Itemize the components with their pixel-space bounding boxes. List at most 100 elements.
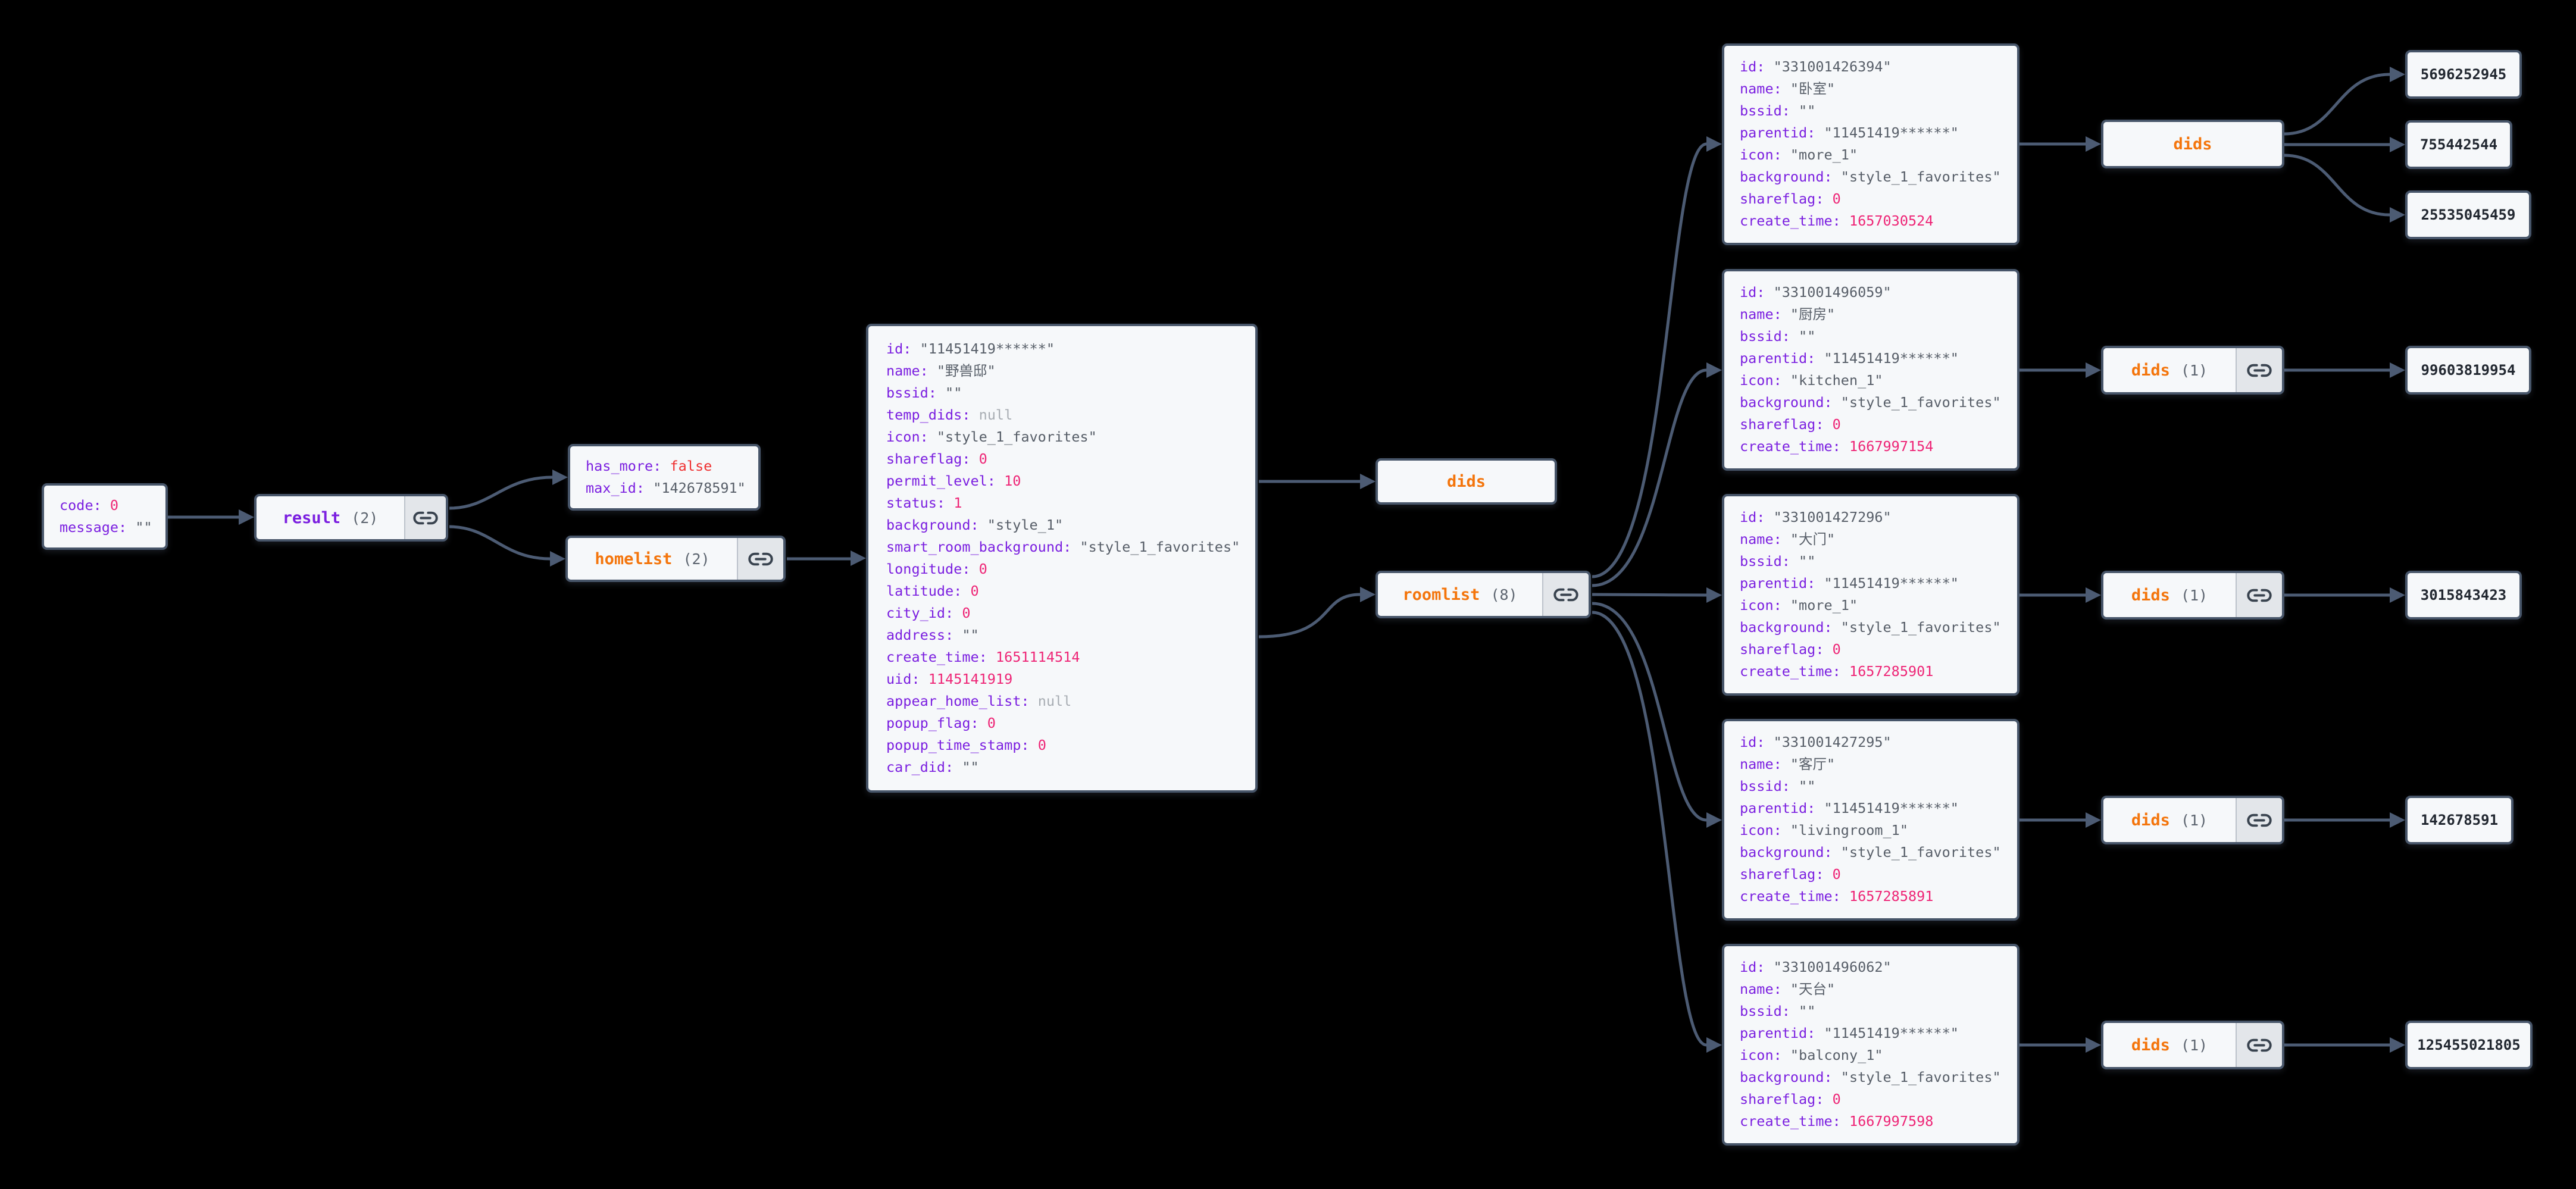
node-home-object[interactable]: id: "11451419******"name: "野兽邸"bssid: ""… [866, 324, 1258, 793]
value-node-did[interactable]: 142678591 [2405, 796, 2514, 844]
row-key: parentid: [1740, 800, 1816, 816]
kv-row: id: "331001427296" [1740, 506, 2002, 528]
node-home-dids[interactable]: dids [1375, 458, 1557, 505]
row-key: temp_dids: [886, 406, 971, 423]
node-room3-dids-label-wrap: dids (1) [2103, 573, 2236, 617]
child-count: (2) [351, 509, 379, 527]
chain-link-icon [2247, 364, 2272, 377]
row-key: icon: [1740, 822, 1782, 838]
kv-row: parentid: "11451419******" [1740, 122, 2002, 144]
value-node-did[interactable]: 99603819954 [2405, 346, 2531, 395]
row-value: "331001426394" [1773, 58, 1892, 75]
row-key: create_time: [1740, 663, 1841, 680]
kv-row: name: "客厅" [1740, 753, 2002, 775]
node-room-rooftop[interactable]: id: "331001496062"name: "天台"bssid: ""par… [1722, 944, 2019, 1146]
edge-homelist-to-home [787, 550, 866, 566]
row-key: background: [1740, 844, 1833, 861]
kv-row: name: "天台" [1740, 978, 2002, 1000]
node-label: dids [2131, 586, 2170, 605]
did-value: 755442544 [2419, 136, 2498, 153]
kv-row: permit_level: 10 [886, 470, 1237, 492]
did-value: 99603819954 [2421, 362, 2516, 378]
collapse-link-button[interactable] [2236, 798, 2282, 842]
row-value: "天台" [1790, 981, 1836, 997]
row-key: shareflag: [1740, 641, 1824, 658]
row-key: latitude: [886, 583, 962, 599]
node-room5-dids-label-wrap: dids (1) [2103, 1023, 2236, 1067]
value-node-did[interactable]: 25535045459 [2405, 190, 2531, 239]
collapse-link-button[interactable] [737, 538, 783, 580]
node-room-gate[interactable]: id: "331001427296"name: "大门"bssid: ""par… [1722, 494, 2019, 696]
node-roomlist-label-wrap: roomlist (8) [1378, 573, 1542, 616]
node-label: homelist [595, 549, 673, 568]
collapse-link-button[interactable] [1542, 573, 1589, 616]
kv-row: icon: "balcony_1" [1740, 1044, 2002, 1066]
edge-roomlist-to-room-4 [1592, 602, 1722, 828]
value-node-did[interactable]: 5696252945 [2405, 50, 2522, 99]
kv-row: bssid: "" [886, 382, 1237, 404]
node-room2-dids[interactable]: dids (1) [2101, 346, 2284, 395]
kv-row: create_time: 1657030524 [1740, 210, 2002, 232]
kv-row: appear_home_list: null [886, 690, 1237, 712]
row-value: "11451419******" [1824, 575, 1959, 592]
row-key: name: [886, 362, 929, 379]
row-value: "142678591" [653, 480, 746, 496]
collapse-link-button[interactable] [2236, 1023, 2282, 1067]
row-key: shareflag: [886, 450, 971, 467]
row-value: 0 [1037, 737, 1046, 753]
row-value: 0 [978, 450, 987, 467]
value-node-did[interactable]: 755442544 [2405, 120, 2512, 169]
edge-room-4-to-dids [2019, 812, 2101, 828]
row-key: id: [1740, 959, 1765, 975]
node-roomlist[interactable]: roomlist (8) [1375, 571, 1591, 618]
kv-row: bssid: "" [1740, 550, 2002, 572]
row-key: icon: [1740, 597, 1782, 614]
node-room5-dids[interactable]: dids (1) [2101, 1021, 2284, 1069]
kv-row: parentid: "11451419******" [1740, 348, 2002, 370]
kv-row: latitude: 0 [886, 580, 1237, 602]
value-node-did[interactable]: 3015843423 [2405, 571, 2522, 619]
kv-row: id: "331001496062" [1740, 956, 2002, 978]
node-result[interactable]: result (2) [254, 494, 448, 542]
node-room3-dids[interactable]: dids (1) [2101, 571, 2284, 619]
row-value: 0 [962, 605, 971, 621]
row-value: 0 [110, 497, 119, 514]
kv-row: name: "厨房" [1740, 303, 2002, 326]
chain-link-icon [748, 552, 773, 565]
row-value: "style_1_favorites" [1840, 394, 2001, 411]
edge-roomlist-to-room-3 [1592, 587, 1722, 603]
value-node-did[interactable]: 125455021805 [2405, 1021, 2533, 1069]
edge-roomlist-to-room-2 [1592, 362, 1722, 587]
did-value: 125455021805 [2417, 1037, 2521, 1053]
row-value: "331001496059" [1773, 284, 1892, 301]
row-value: "331001427295" [1773, 734, 1892, 750]
row-key: parentid: [1740, 124, 1816, 141]
row-key: bssid: [1740, 328, 1790, 345]
row-key: city_id: [886, 605, 954, 621]
collapse-link-button[interactable] [404, 496, 446, 539]
kv-row: icon: "more_1" [1740, 594, 2002, 617]
row-value: "" [945, 384, 962, 401]
row-key: permit_level: [886, 473, 996, 489]
did-value: 5696252945 [2420, 66, 2507, 83]
node-label: dids [2131, 811, 2170, 830]
node-room-livingroom[interactable]: id: "331001427295"name: "客厅"bssid: ""par… [1722, 719, 2019, 921]
collapse-link-button[interactable] [2236, 573, 2282, 617]
edge-room-1-to-dids [2019, 136, 2101, 152]
row-key: background: [1740, 619, 1833, 636]
node-room-bedroom[interactable]: id: "331001426394"name: "卧室"bssid: ""par… [1722, 43, 2019, 245]
node-room4-dids[interactable]: dids (1) [2101, 796, 2284, 844]
kv-row: city_id: 0 [886, 602, 1237, 624]
row-value: "more_1" [1790, 146, 1858, 163]
node-room1-dids[interactable]: dids [2101, 120, 2284, 168]
row-value: null [978, 406, 1013, 423]
child-count: (8) [1490, 586, 1518, 603]
node-homelist[interactable]: homelist (2) [565, 536, 786, 582]
node-room-kitchen[interactable]: id: "331001496059"name: "厨房"bssid: ""par… [1722, 269, 2019, 471]
row-key: bssid: [1740, 102, 1790, 119]
row-key: create_time: [886, 649, 987, 665]
collapse-link-button[interactable] [2236, 348, 2282, 392]
